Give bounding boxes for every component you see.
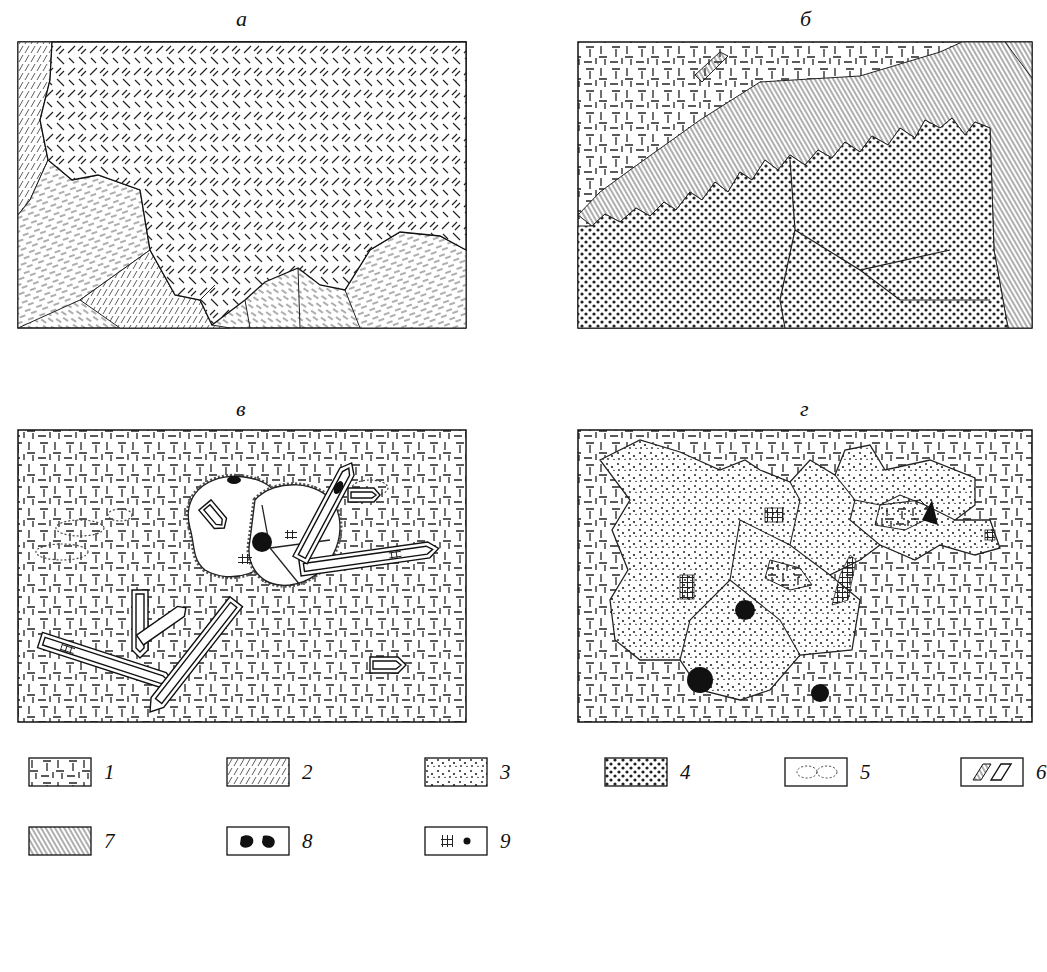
- panel-b: [578, 42, 1032, 328]
- legend-item: 1: [28, 757, 115, 787]
- panel-letter: а: [236, 8, 247, 30]
- legend-number: 5: [860, 762, 871, 783]
- panel-g: [578, 430, 1032, 722]
- panel-letter: г: [800, 398, 809, 420]
- legend-item: 8: [226, 826, 313, 856]
- panel-letter: в: [236, 398, 246, 420]
- legend-swatch: [424, 757, 488, 787]
- panel-a: [18, 42, 466, 328]
- legend-item: 5: [784, 757, 871, 787]
- legend-swatch: [226, 757, 290, 787]
- legend-number: 4: [680, 762, 691, 783]
- legend-swatch: [604, 757, 668, 787]
- legend-item: 4: [604, 757, 691, 787]
- legend-swatch: [226, 826, 290, 856]
- legend-swatch: [784, 757, 848, 787]
- legend-number: 9: [500, 831, 511, 852]
- legend-number: 8: [302, 831, 313, 852]
- legend-swatch: [28, 757, 92, 787]
- legend-number: 1: [104, 762, 115, 783]
- legend-item: 9: [424, 826, 511, 856]
- legend-item: 7: [28, 826, 115, 856]
- legend-number: 2: [302, 762, 313, 783]
- legend-swatch: [960, 757, 1024, 787]
- legend-number: 7: [104, 831, 115, 852]
- legend-swatch: [28, 826, 92, 856]
- legend-swatch: [424, 826, 488, 856]
- legend-number: 6: [1036, 762, 1047, 783]
- panel-v: [18, 430, 466, 722]
- legend-item: 2: [226, 757, 313, 787]
- legend-item: 3: [424, 757, 511, 787]
- legend-item: 6: [960, 757, 1047, 787]
- panel-letter: б: [800, 8, 811, 30]
- legend-number: 3: [500, 762, 511, 783]
